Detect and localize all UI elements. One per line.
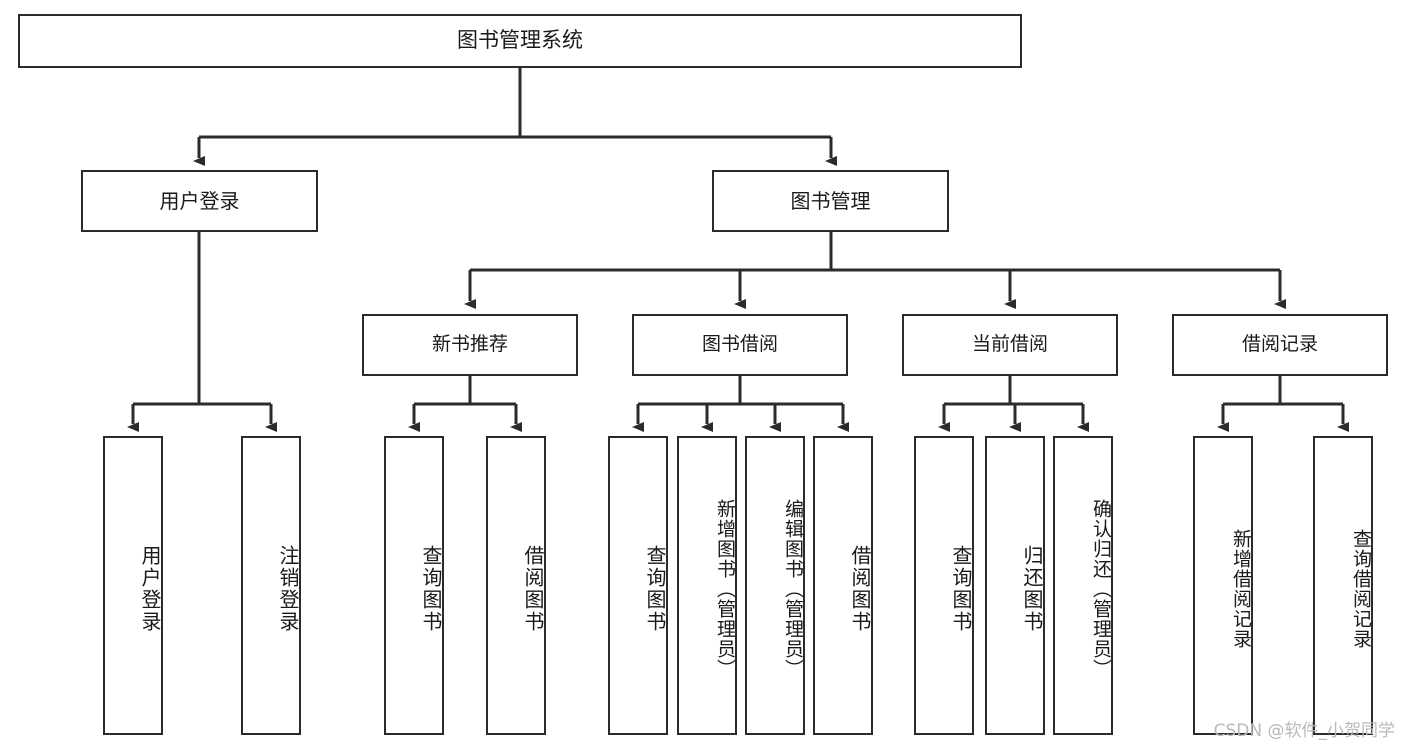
node-label: 编辑图书（管理员） — [782, 498, 804, 679]
leaf-borrow-book-recommend[interactable]: 借阅图书 — [486, 436, 546, 735]
node-new-book-recommend[interactable]: 新书推荐 — [362, 314, 578, 376]
node-label: 借阅图书 — [521, 544, 545, 633]
node-borrow-record[interactable]: 借阅记录 — [1172, 314, 1388, 376]
leaf-query-borrow-record[interactable]: 查询借阅记录 — [1313, 436, 1373, 735]
node-label: 查询图书 — [643, 544, 667, 633]
node-book-management[interactable]: 图书管理 — [712, 170, 949, 232]
leaf-confirm-return-admin[interactable]: 确认归还（管理员） — [1053, 436, 1113, 735]
node-label: 借阅图书 — [848, 544, 872, 633]
node-user-login[interactable]: 用户登录 — [81, 170, 318, 232]
node-label: 用户登录 — [138, 544, 162, 633]
node-label: 查询图书 — [949, 544, 973, 633]
node-label: 确认归还（管理员） — [1090, 498, 1112, 679]
node-label: 归还图书 — [1020, 544, 1044, 633]
leaf-user-login[interactable]: 用户登录 — [103, 436, 163, 735]
node-label: 图书管理系统 — [457, 28, 583, 53]
node-root-library-system[interactable]: 图书管理系统 — [18, 14, 1022, 68]
leaf-borrow-book[interactable]: 借阅图书 — [813, 436, 873, 735]
leaf-query-book-current[interactable]: 查询图书 — [914, 436, 974, 735]
node-label: 新增借阅记录 — [1230, 528, 1252, 649]
node-label: 图书借阅 — [701, 333, 778, 356]
leaf-edit-book-admin[interactable]: 编辑图书（管理员） — [745, 436, 805, 735]
node-label: 当前借阅 — [971, 333, 1048, 356]
watermark: CSDN @软件_小贺同学 — [1213, 721, 1395, 741]
node-label: 注销登录 — [276, 544, 300, 633]
leaf-logout[interactable]: 注销登录 — [241, 436, 301, 735]
node-label: 新书推荐 — [431, 333, 508, 356]
node-current-borrow[interactable]: 当前借阅 — [902, 314, 1118, 376]
node-label: 图书管理 — [790, 188, 871, 213]
leaf-return-book[interactable]: 归还图书 — [985, 436, 1045, 735]
leaf-query-book-borrow[interactable]: 查询图书 — [608, 436, 668, 735]
leaf-add-borrow-record[interactable]: 新增借阅记录 — [1193, 436, 1253, 735]
node-label: 查询图书 — [419, 544, 443, 633]
node-label: 新增图书（管理员） — [714, 498, 736, 679]
leaf-query-book-recommend[interactable]: 查询图书 — [384, 436, 444, 735]
node-label: 查询借阅记录 — [1350, 528, 1372, 649]
leaf-add-book-admin[interactable]: 新增图书（管理员） — [677, 436, 737, 735]
node-label: 借阅记录 — [1241, 333, 1318, 356]
node-label: 用户登录 — [159, 188, 240, 213]
node-book-borrow[interactable]: 图书借阅 — [632, 314, 848, 376]
